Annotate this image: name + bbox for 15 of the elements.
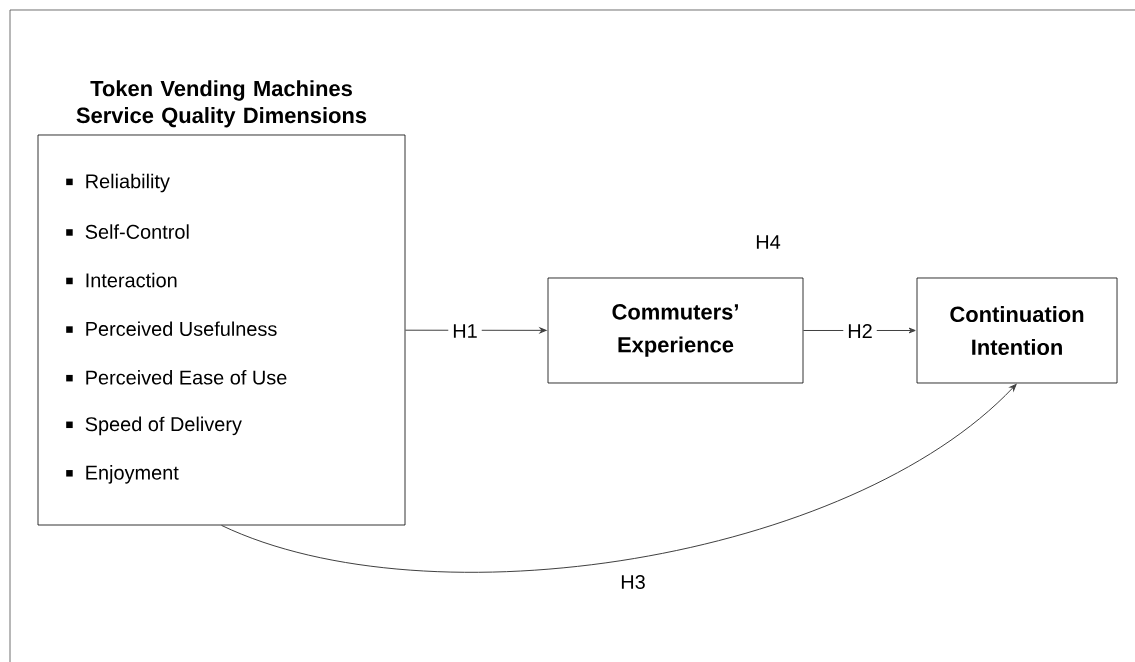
bullet-item: Enjoyment	[66, 465, 179, 484]
bullet-item: Speed of Delivery	[66, 416, 242, 436]
heading: Token Vending Machines Service Quality Dimensions	[76, 80, 367, 128]
bullet-item: Perceived Usefulness	[66, 321, 277, 336]
concept-box: Commuters’ Experience	[547, 277, 804, 384]
bullet-item: Self-Control	[66, 224, 189, 239]
bullet-item: Interaction	[66, 272, 177, 288]
edge-label: H3	[616, 570, 650, 594]
bullet-item: Perceived Ease of Use	[66, 370, 287, 385]
hypothesis-label: H4	[756, 235, 781, 249]
edge-label: H2	[843, 320, 877, 342]
arrow	[221, 383, 1017, 573]
bullet-item: Reliability	[66, 173, 170, 193]
concept-box: Continuation Intention	[916, 277, 1118, 384]
edge-label: H1	[448, 320, 482, 342]
